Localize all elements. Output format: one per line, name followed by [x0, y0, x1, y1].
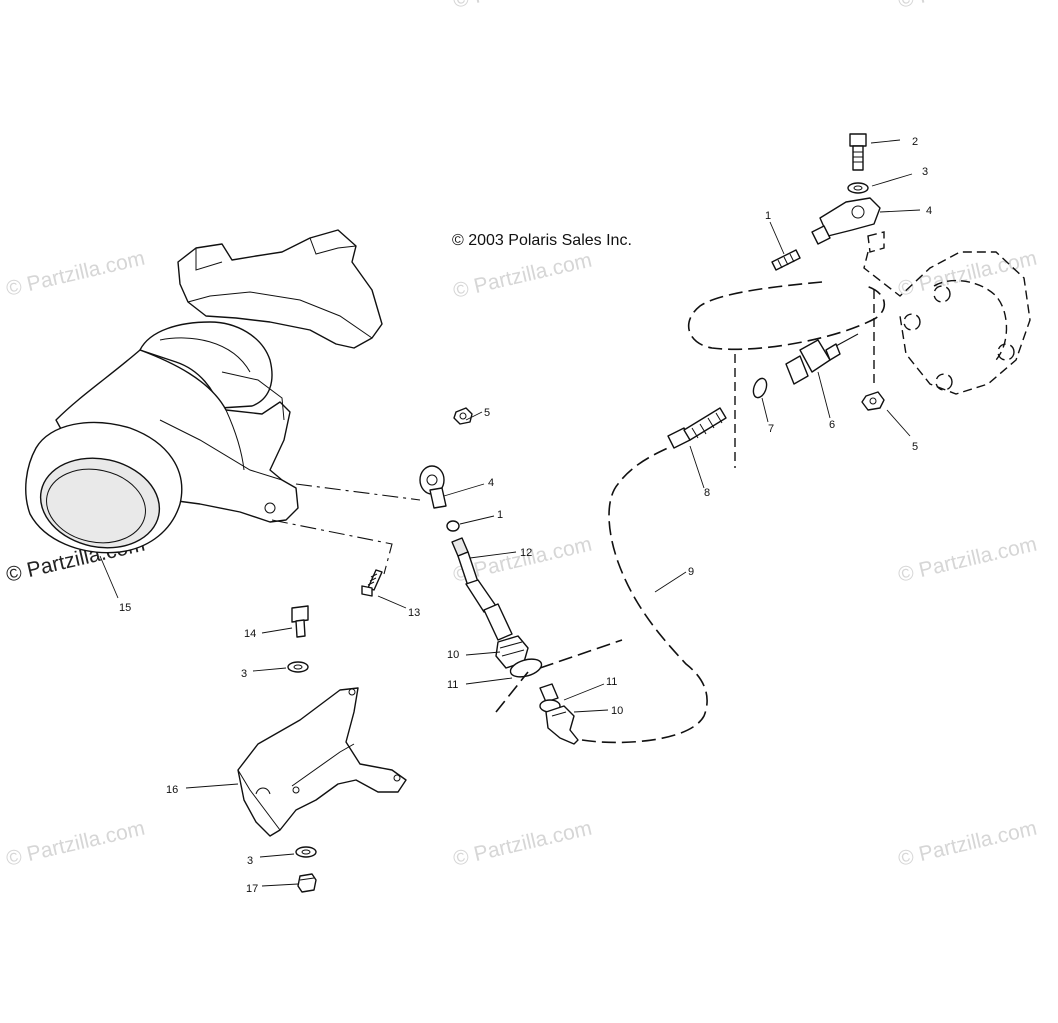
watermark: © Partzilla.com — [896, 247, 1039, 301]
callout-12: 12 — [520, 547, 532, 559]
callout-7: 7 — [768, 423, 774, 435]
callout-1: 1 — [497, 509, 503, 521]
callout-13: 13 — [408, 607, 420, 619]
part-1-stud — [771, 249, 801, 271]
part-17-nut — [297, 873, 317, 893]
part-3-washer — [295, 846, 317, 858]
connector-line — [271, 519, 393, 575]
cable-segment — [688, 281, 886, 351]
callout-10: 10 — [447, 649, 459, 661]
cable-segment — [539, 639, 623, 669]
callout-10: 10 — [611, 705, 623, 717]
part-3-washer — [847, 182, 869, 194]
callout-1: 1 — [765, 210, 771, 222]
part-12-threaded-rod — [451, 537, 513, 641]
callout-15: 15 — [119, 602, 131, 614]
part-3-washer — [287, 661, 309, 673]
callout-8: 8 — [704, 487, 710, 499]
callout-labels: 2 3 4 1 5 6 7 8 9 11 10 5 4 1 12 10 11 1… — [119, 136, 932, 895]
part-6-cable-end — [785, 333, 859, 385]
callout-16: 16 — [166, 784, 178, 796]
callout-3: 3 — [922, 166, 928, 178]
part-11-washer — [509, 658, 543, 678]
part-11-fitting — [539, 683, 561, 713]
watermark: © Partzilla.com — [451, 249, 594, 303]
part-13-bolt — [361, 569, 383, 597]
callout-3: 3 — [241, 668, 247, 680]
part-16-bracket — [237, 687, 407, 837]
phantom-bracket — [863, 231, 1031, 395]
watermark: © Partzilla.com — [896, 533, 1039, 587]
callout-14: 14 — [244, 628, 256, 640]
copyright-text: © 2003 Polaris Sales Inc. — [452, 232, 632, 249]
callout-4: 4 — [926, 205, 932, 217]
part-7-washer — [752, 377, 768, 399]
callout-3: 3 — [247, 855, 253, 867]
watermark: © Partzilla.com — [451, 0, 594, 13]
callout-4: 4 — [488, 477, 494, 489]
callout-5: 5 — [912, 441, 918, 453]
part-14-bolt — [291, 605, 309, 638]
watermark: © Partzilla.com — [4, 247, 147, 301]
watermark: © Partzilla.com — [4, 817, 147, 871]
callout-5: 5 — [484, 407, 490, 419]
callout-17: 17 — [246, 883, 258, 895]
callout-11: 11 — [447, 679, 458, 691]
part-9-cable — [581, 445, 708, 744]
part-5-nut — [453, 407, 473, 425]
cable-segment — [495, 671, 529, 713]
connector-line — [295, 483, 421, 501]
callout-9: 9 — [688, 566, 694, 578]
leader-lines — [99, 139, 921, 887]
part-2-bolt — [849, 133, 867, 171]
callout-2: 2 — [912, 136, 918, 148]
part-8-adjuster — [667, 407, 727, 449]
part-10-elbow — [545, 705, 579, 745]
part-1-jam-nut — [446, 520, 460, 532]
watermark: © Partzilla.com — [896, 817, 1039, 871]
part-4-rod-end — [419, 465, 447, 509]
part-4-rod-end — [811, 197, 881, 245]
callout-6: 6 — [829, 419, 835, 431]
callout-11: 11 — [606, 676, 617, 688]
watermark: © Partzilla.com — [896, 0, 1039, 13]
part-5-nut — [861, 391, 885, 411]
watermark: © Partzilla.com — [451, 817, 594, 871]
part-15-housing — [25, 229, 383, 554]
